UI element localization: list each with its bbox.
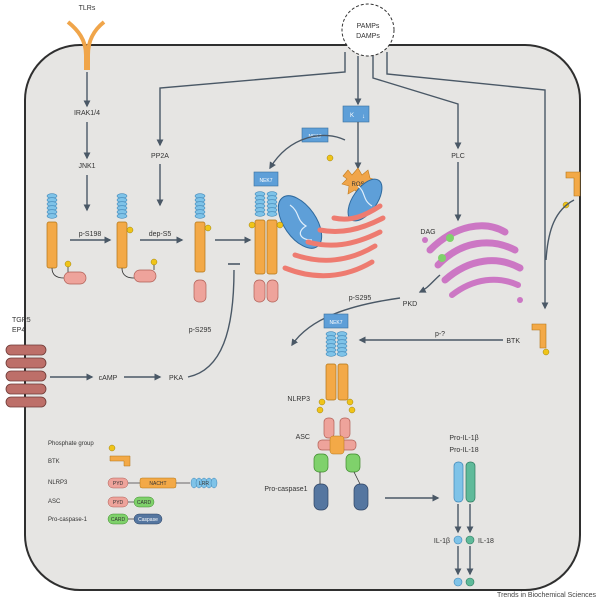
btk-top-icon (565, 171, 581, 197)
il1b-secreted-icon (453, 577, 463, 587)
legend-pro-caspase-label: Pro-caspase-1 (48, 517, 88, 523)
ros-label: ROS (351, 182, 364, 188)
tlrs-label: TLRs (79, 5, 96, 12)
active-inflammasome (313, 313, 369, 511)
pro-il1b-label: Pro-IL-1β (449, 435, 478, 442)
il18-secreted-icon (465, 577, 475, 587)
nek7-complex-label: NEK7 (259, 178, 272, 184)
irak-label: IRAK1/4 (74, 110, 100, 117)
legend-lrr-icon (190, 477, 218, 489)
phosphate-icon (326, 154, 334, 162)
il1b-label: IL-1β (434, 538, 450, 545)
nek7-active-label: NEK7 (329, 320, 342, 326)
p-q-label: p-? (435, 331, 445, 338)
btk-label: BTK (506, 338, 520, 345)
dag-label: DAG (420, 229, 435, 236)
pamps-label: PAMPs (357, 23, 380, 30)
credit-text: Trends in Biochemical Sciences (497, 592, 596, 599)
pro-il18-label: Pro-IL-18 (449, 447, 478, 454)
k-label: K (350, 113, 354, 119)
legend-caspase-icon (133, 513, 163, 525)
legend-asc-card-icon (133, 496, 155, 508)
il18-icon (465, 535, 475, 545)
legend-phosphate-label: Phosphate group (48, 441, 94, 447)
legend-pyd-label: PYD (113, 481, 124, 487)
btk-lower-icon (531, 323, 547, 349)
camp-label: cAMP (99, 375, 118, 382)
mitochondrion-icon (277, 178, 383, 249)
nlrp3-inactive-2 (116, 193, 158, 283)
nlrp3-inactive-1 (46, 193, 87, 285)
pro-caspase1-label: Pro-caspase1 (264, 486, 307, 493)
dep-s5-label: dep-S5 (149, 231, 172, 238)
p-s295-right-label: p-S295 (349, 295, 372, 302)
jnk1-label: JNK1 (78, 163, 95, 170)
legend-phosphate-icon (108, 444, 116, 452)
pro-il1b-icon (453, 461, 464, 503)
pkd-label: PKD (403, 301, 417, 308)
legend-asc-label: ASC (48, 499, 61, 505)
pamps-damps-circle (341, 3, 395, 57)
k-efflux-box (342, 105, 370, 123)
tlr-receptor-icon (66, 20, 106, 70)
damps-label: DAMPs (356, 33, 380, 40)
cell-membrane (24, 44, 581, 591)
tgr5-label: TGR5 (12, 317, 31, 324)
p-s198-label: p-S198 (79, 231, 102, 238)
nek7-top-label: NEK7 (308, 134, 321, 140)
ep4-label: EP4 (12, 327, 25, 334)
legend-asc-card-label: CARD (137, 500, 152, 506)
pka-label: PKA (169, 375, 183, 382)
pro-il18-icon (465, 461, 476, 503)
k-down-icon: ↓ (362, 114, 365, 120)
nlrp3-label: NLRP3 (287, 396, 310, 403)
legend-nacht-label: NACHT (149, 481, 166, 487)
nlrp3-inactive-3 (193, 193, 212, 303)
legend: Phosphate group BTK NLRP3 PYD NACHT LRR … (48, 441, 218, 525)
legend-btk-icon (109, 455, 131, 467)
asc-label: ASC (296, 434, 310, 441)
dag-icon-2 (438, 254, 446, 262)
legend-asc-pyd-label: PYD (113, 500, 124, 506)
pp2a-label: PP2A (151, 153, 169, 160)
phosphate-icon-btk-2 (542, 348, 550, 356)
dag-icon (446, 234, 454, 242)
il18-label: IL-18 (478, 538, 494, 545)
legend-casp-card-label: CARD (111, 517, 126, 523)
p-s295-left-label: p-S295 (189, 327, 212, 334)
legend-lrr-label: LRR (199, 481, 209, 487)
tgr5-ep4-receptor-icon (5, 344, 47, 408)
il1b-icon (453, 535, 463, 545)
endoplasmic-reticulum-icon (282, 203, 386, 279)
legend-caspase-label: Caspase (138, 517, 158, 523)
plc-label: PLC (451, 153, 465, 160)
legend-btk-label: BTK (48, 459, 60, 465)
nlrp3-nek7-complex (248, 171, 284, 303)
legend-nlrp3-label: NLRP3 (48, 480, 68, 486)
